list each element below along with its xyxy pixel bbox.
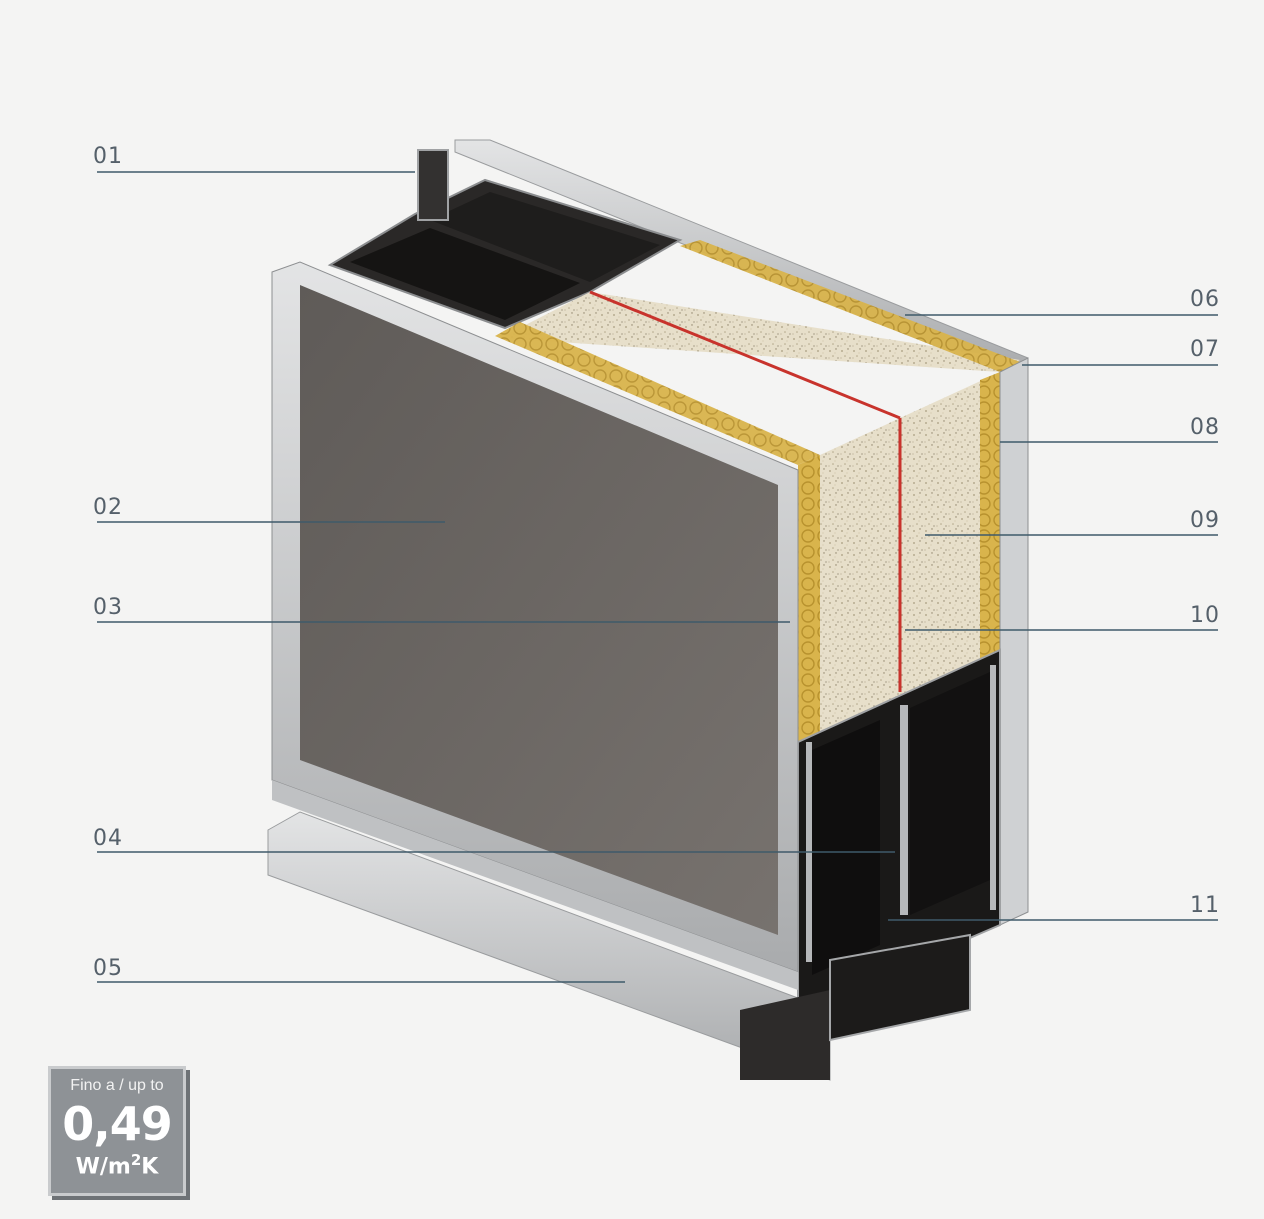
callout-07: 07 bbox=[1190, 337, 1220, 362]
badge-prefix: Fino a / up to bbox=[70, 1077, 164, 1094]
callout-04: 04 bbox=[93, 826, 123, 851]
callout-02: 02 bbox=[93, 495, 123, 520]
callout-06: 06 bbox=[1190, 287, 1220, 312]
front-panel bbox=[300, 285, 778, 935]
insulation-top bbox=[500, 292, 1020, 372]
u-value-badge: Fino a / up to 0,49 W/m2K bbox=[48, 1066, 186, 1196]
badge-unit: W/m2K bbox=[51, 1151, 183, 1179]
callout-11: 11 bbox=[1190, 893, 1220, 918]
callout-09: 09 bbox=[1190, 508, 1220, 533]
callout-03: 03 bbox=[93, 595, 123, 620]
callout-08: 08 bbox=[1190, 415, 1220, 440]
right-skin bbox=[999, 357, 1029, 926]
badge-unit-exp: 2 bbox=[130, 1151, 142, 1169]
callout-01: 01 bbox=[93, 144, 123, 169]
badge-unit-tail: K bbox=[141, 1154, 159, 1180]
callout-10: 10 bbox=[1190, 603, 1220, 628]
insulation-side bbox=[820, 372, 1000, 735]
leader-lines bbox=[97, 171, 1218, 983]
callout-05: 05 bbox=[93, 956, 123, 981]
badge-unit-base: W/m bbox=[75, 1154, 131, 1180]
badge-value: 0,49 bbox=[62, 1097, 173, 1151]
